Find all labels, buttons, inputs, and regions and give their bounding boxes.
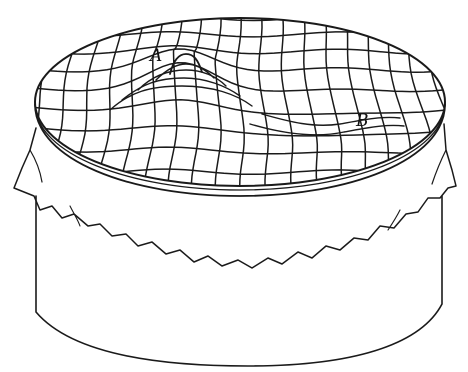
horizontal-grid-line-6 xyxy=(21,126,461,136)
horizontal-grid-line-5 xyxy=(19,100,459,115)
horizontal-grid-line-10 xyxy=(19,216,459,221)
trough-b xyxy=(250,114,404,135)
vertical-grid-line-16 xyxy=(384,10,417,202)
horizontal-grid-line-7 xyxy=(20,147,460,154)
vertical-grid-line-3 xyxy=(94,10,124,202)
horizontal-grid-line-11 xyxy=(21,240,461,245)
horizontal-grid-line-8 xyxy=(16,169,456,174)
vertical-grid-line-18 xyxy=(422,13,466,200)
vertical-grid-line-13 xyxy=(324,8,345,198)
label-point-a: A xyxy=(148,46,162,66)
vertical-grid-line-12 xyxy=(303,10,319,199)
container-body xyxy=(36,196,442,366)
vertical-grid-line-1 xyxy=(42,13,84,201)
label-point-b: B xyxy=(355,111,369,131)
